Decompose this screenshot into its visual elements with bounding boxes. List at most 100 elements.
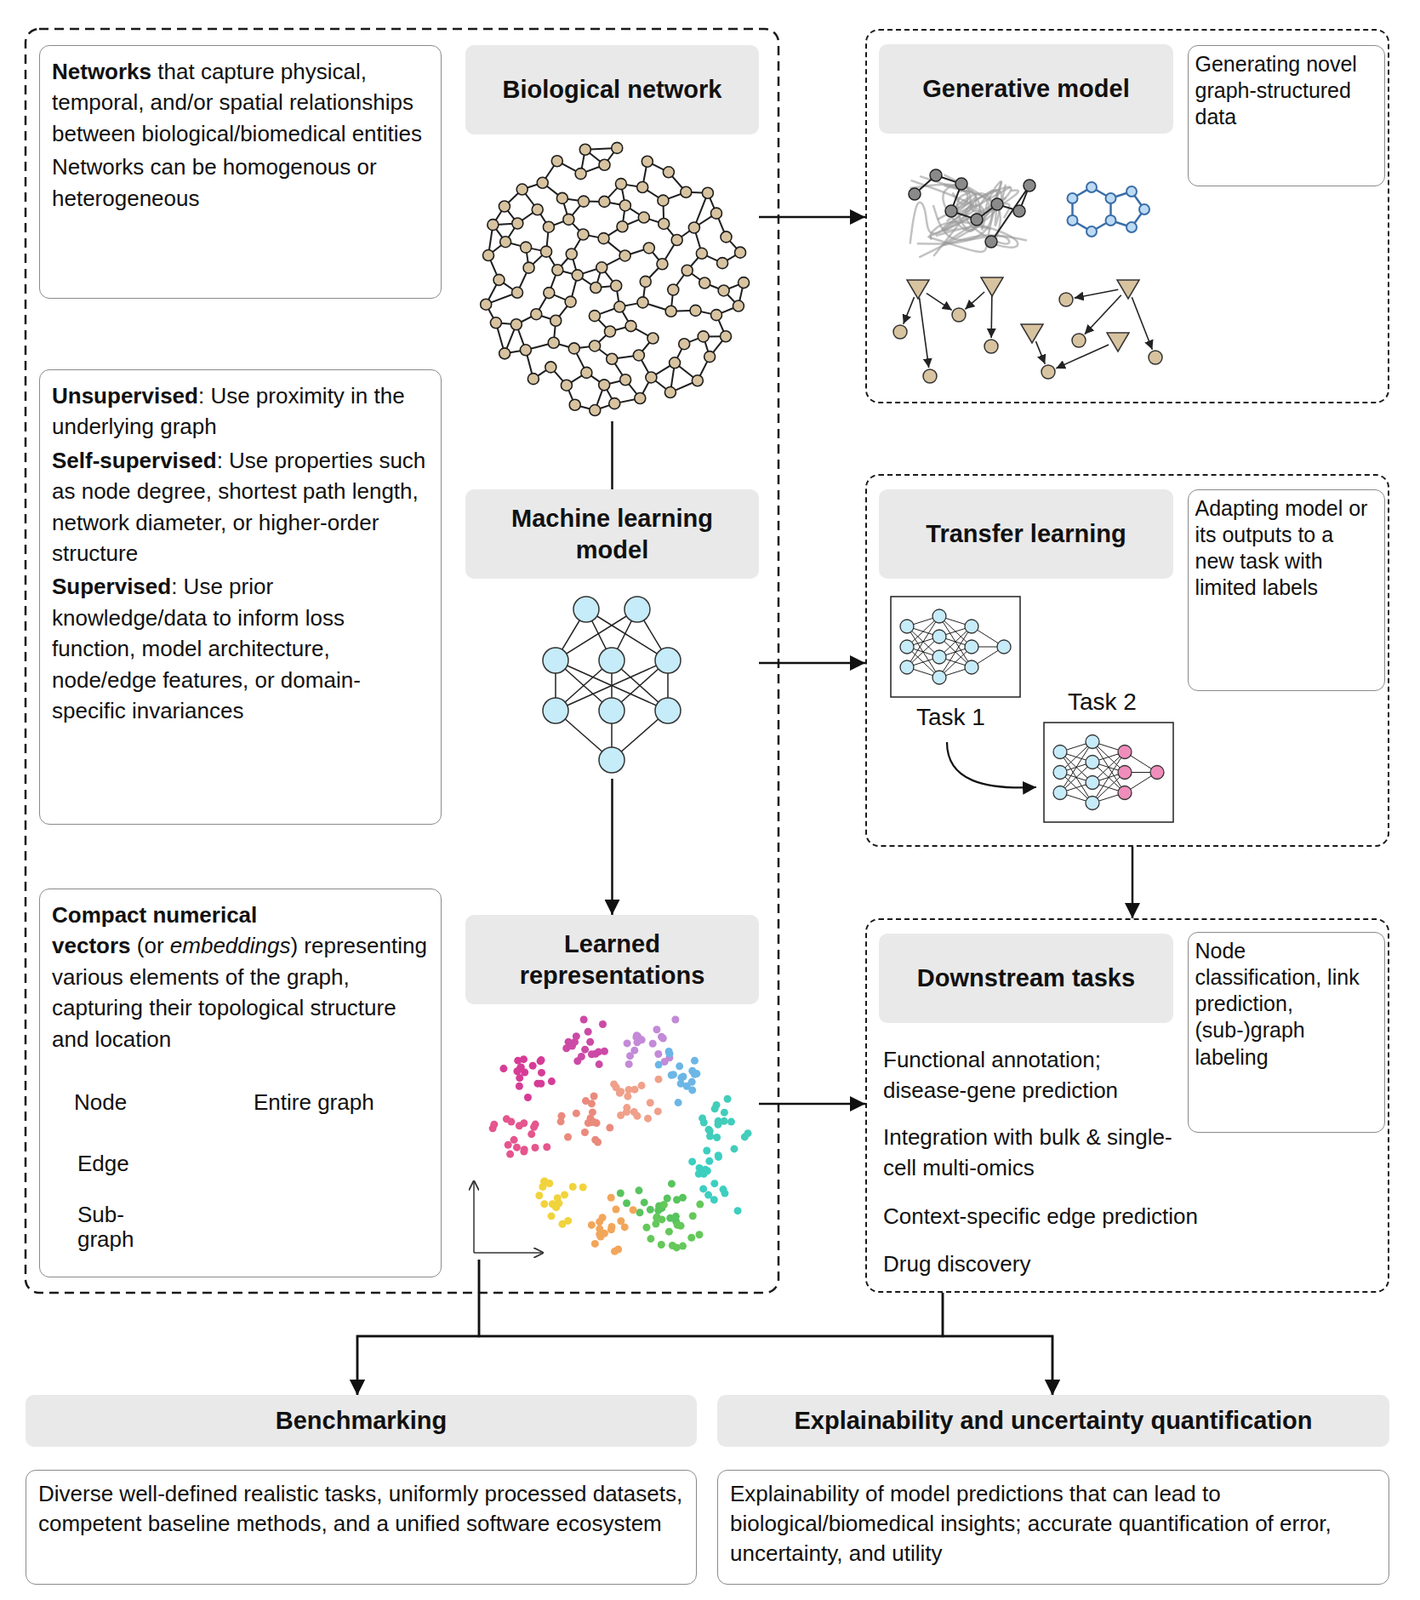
embedding-point [622,1198,631,1207]
heading-text: Learned representations [465,914,759,1004]
residue-node [945,205,958,217]
embedding-point [710,1195,719,1204]
embedding-point [540,1199,548,1208]
embedding-point [616,1188,625,1197]
directed-edge [1131,296,1152,350]
figure-column: Machine learning model [465,489,759,779]
embedding-point [712,1133,721,1141]
network-node [699,277,711,289]
network-node [619,199,631,212]
circle-node [1072,333,1086,348]
neuron [1053,765,1067,780]
network-node [625,320,637,332]
figure-column: Learned representations [465,914,759,1260]
text-box: Compact numerical vectors(orembeddings) … [39,888,442,1278]
embedding-point [516,1063,525,1072]
network-node [565,248,577,260]
network-node [577,228,589,240]
embedding-point [714,1151,723,1159]
residue-node [985,235,998,248]
network-node [579,143,591,155]
embedding-point [674,1098,683,1107]
embedding-point [665,1227,673,1236]
network-node [717,257,729,269]
embedding-point [657,1214,666,1223]
network-node [530,308,542,320]
embedding-point [635,1208,644,1216]
embedding-point [689,1211,697,1220]
residue-node [1013,205,1026,217]
network-node [542,221,554,233]
molecule-atom [1126,186,1137,197]
embedding-point [743,1129,752,1137]
embedding-point [644,1114,652,1123]
network-node [516,183,528,195]
neuron [900,639,914,654]
item-label: Sub-graph [77,1202,153,1251]
network-node [589,340,601,352]
network-node [512,286,524,298]
neuron [1085,735,1100,749]
transfer-arrow [946,741,1037,787]
heading-text: Explainability and uncertainty quantific… [793,1406,1312,1435]
network-node [662,166,674,178]
embedding-point [669,1070,678,1078]
embedding-point [672,1195,681,1204]
embedding-point [626,1051,634,1060]
network-node [519,344,531,356]
network-node [620,374,632,386]
paragraph: Self-supervised: Use properties such as … [51,444,429,570]
embedding-point [569,1182,577,1191]
neuron [900,660,914,674]
embedding-point [581,1128,589,1136]
neuron [598,647,625,673]
heading-text: Generative model [878,44,1174,134]
embedding-point [718,1185,727,1193]
embedding-point [734,1206,742,1215]
network-node [577,195,589,207]
directed-edge [990,295,993,338]
directed-edge [903,296,915,325]
embedding-point [724,1094,732,1103]
molecule-atom [1126,222,1137,233]
item-label: Integration with bulk & single-cell mult… [883,1121,1181,1184]
heading-text: Transfer learning [878,489,1174,579]
section-panel: Transfer learningAdapting model or its o… [865,473,1390,847]
embedding-point [607,1225,616,1233]
text-box: Networksthat capture physical, temporal,… [39,45,442,299]
triangle-node [906,279,930,299]
neuron [624,596,651,622]
embedding-point [695,1230,703,1238]
embedding-point [519,1147,528,1156]
network-node [556,192,568,204]
network-node [571,269,583,281]
network-node [695,247,708,259]
heading-text: Downstream tasks [878,933,1174,1023]
network-node [738,277,750,289]
residue-node [929,169,942,182]
embedding-point [677,1221,685,1230]
network-node [598,233,610,245]
embedding-point [622,1103,631,1112]
embedding-point [688,1085,696,1094]
neuron [1085,775,1100,790]
network-node [493,273,505,286]
embedding-point [507,1117,515,1126]
network-node [610,279,622,291]
network-node [510,319,522,331]
neuron [655,647,681,673]
embedding-point [547,1211,556,1220]
task-label: Task 1 [916,703,986,731]
network-node [697,330,709,343]
embedding-point [729,1144,738,1152]
figure-column: Biological network [465,45,759,422]
circle-node [923,369,937,383]
network-node [678,338,691,350]
section-band: Benchmarking [25,1394,697,1447]
network-node [645,371,657,383]
embedding-point [490,1120,498,1129]
neuron [1085,796,1100,810]
paragraph: Compact numerical vectors(orembeddings) … [51,899,429,1055]
network-node [680,186,692,198]
embedding-point [591,1239,599,1248]
